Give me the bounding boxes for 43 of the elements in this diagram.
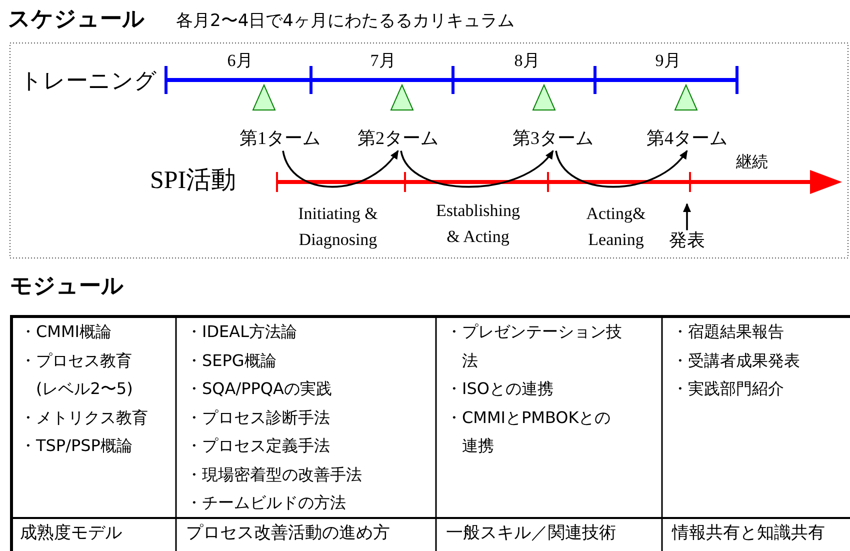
edge-note: 継続 bbox=[736, 152, 768, 172]
list-item: ・メトリクス教育 bbox=[20, 406, 149, 428]
column-heading: 一般スキル／関連技術 bbox=[446, 523, 616, 544]
list-item: ・受講者成果発表 bbox=[672, 350, 801, 372]
month-label: 9月 bbox=[655, 51, 681, 72]
month-label: 7月 bbox=[370, 51, 396, 72]
list-item: ・SQA/PPQAの実践 bbox=[186, 378, 333, 400]
list-item: ・宿題結果報告 bbox=[672, 321, 785, 343]
column-heading: 情報共有と知識共有 bbox=[672, 523, 825, 544]
title: スケジュール bbox=[8, 7, 145, 34]
arrow bbox=[683, 203, 691, 230]
list-item: ・IDEAL方法論 bbox=[186, 321, 298, 343]
list-item: ・プロセス教育(レベル2〜5) bbox=[20, 350, 134, 400]
node-label: 発表 bbox=[669, 230, 705, 252]
list-item: ・現場密着型の改善手法 bbox=[186, 464, 363, 486]
term-label: 第2ターム bbox=[358, 128, 438, 150]
list-item: ・プロセス診断手法 bbox=[186, 406, 331, 428]
list-item: ・ISOとの連携 bbox=[446, 378, 554, 400]
arrow bbox=[282, 150, 399, 188]
list-item: ・SEPG概論 bbox=[186, 350, 278, 372]
list-item: ・TSP/PSP概論 bbox=[20, 435, 134, 457]
month-label: 6月 bbox=[227, 51, 253, 72]
phase-label: Establishing & Acting bbox=[434, 200, 522, 248]
row-label: トレーニング bbox=[20, 69, 157, 96]
list-item: ・プロセス定義手法 bbox=[186, 435, 331, 457]
column-heading: 成熟度モデル bbox=[20, 523, 122, 544]
list-item: ・CMMI概論 bbox=[20, 321, 112, 343]
list-item: ・チームビルドの方法 bbox=[186, 492, 347, 514]
term-label: 第4ターム bbox=[646, 128, 728, 150]
section-heading: モジュール bbox=[10, 274, 124, 300]
list-item: ・CMMIとPMBOKとの連携 bbox=[446, 406, 612, 457]
term-label: 第3ターム bbox=[512, 128, 594, 150]
list-item: ・実践部門紹介 bbox=[672, 378, 785, 400]
phase-label: Initiating & Diagnosing bbox=[297, 203, 379, 251]
subtitle: 各月2〜4日で4ヶ月にわたるるカリキュラム bbox=[176, 11, 514, 32]
row-label: SPI活動 bbox=[150, 166, 236, 196]
term-label: 第1ターム bbox=[240, 128, 320, 150]
arrow bbox=[555, 150, 688, 188]
arrow bbox=[400, 150, 554, 188]
phase-label: Acting& Leaning bbox=[585, 203, 647, 251]
month-label: 8月 bbox=[514, 51, 540, 72]
list-item: ・プレゼンテーション技法 bbox=[446, 321, 623, 372]
column-heading: プロセス改善活動の進め方 bbox=[186, 523, 390, 544]
